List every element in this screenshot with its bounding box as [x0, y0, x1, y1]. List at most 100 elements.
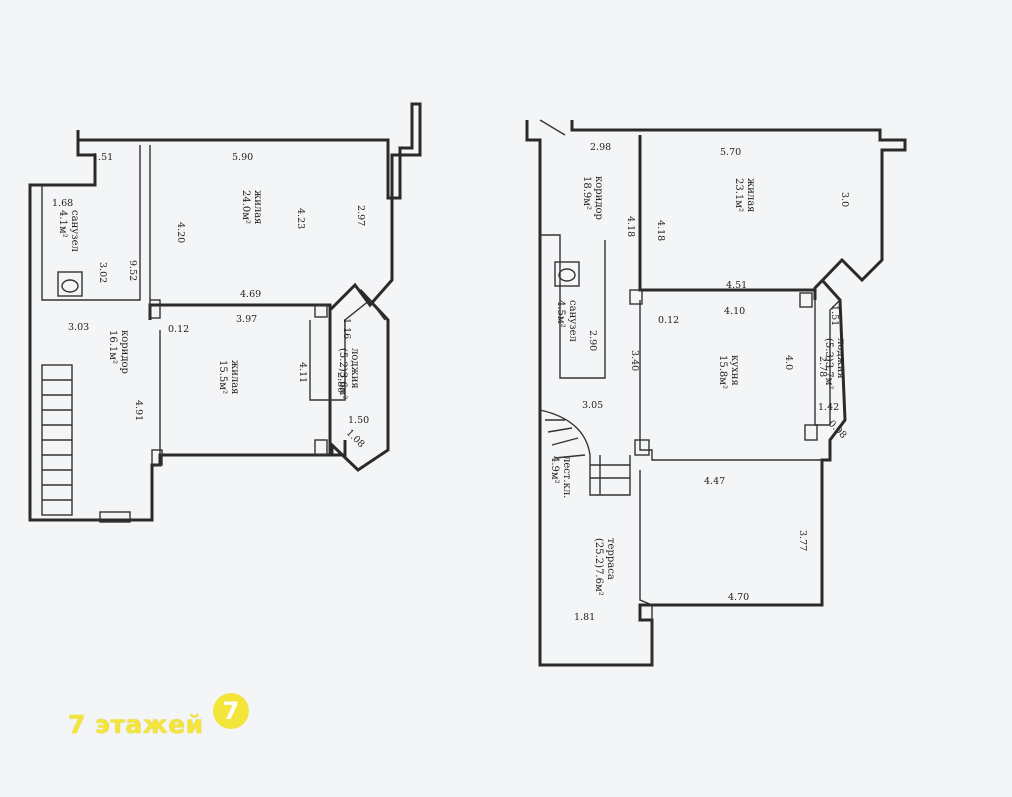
left-column-1 [149, 299, 161, 319]
dim-label: 4.0 [783, 355, 794, 370]
dim-label: 2.80 [335, 372, 346, 393]
watermark-logo-icon: 7 [213, 693, 249, 729]
room-name: лест.кл. [561, 456, 572, 498]
right-toilet-icon [554, 261, 580, 287]
room-area: 16.1м² [107, 330, 118, 364]
left-loggia-wall [328, 305, 347, 457]
dim-label: 4.70 [728, 592, 749, 603]
room-name: терраса [605, 538, 616, 580]
left-loggia-inner [309, 299, 386, 401]
room-area: 24.0м² [240, 190, 251, 224]
dim-label: 4.18 [655, 220, 666, 241]
right-column-1 [629, 289, 643, 305]
room-name: лоджия [349, 348, 360, 389]
room-area: 15.5м² [217, 360, 228, 394]
right-loggia-inner [814, 299, 841, 426]
right-terrace-partition [639, 470, 653, 665]
right-kitchen-partition [639, 300, 822, 461]
dim-label: 1.68 [52, 198, 73, 209]
dim-label: 1.51 [829, 305, 840, 326]
room-name: кухня [729, 355, 740, 386]
room-area: (5.2)3.6м² [337, 348, 348, 399]
dim-label: 0.12 [168, 324, 189, 335]
dim-label: 1.42 [818, 402, 839, 413]
right-diagonal-wall [539, 119, 566, 136]
dim-label: 5.90 [232, 152, 253, 163]
room-name: коридор [593, 176, 604, 220]
dim-label: 2.98 [590, 142, 611, 153]
left-column-4 [314, 439, 328, 456]
dim-label: 2.97 [355, 205, 366, 226]
watermark-logo-glyph: 7 [223, 697, 240, 725]
room-area: 18.9м² [581, 176, 592, 210]
watermark-text: 7 этажей [68, 710, 204, 739]
left-room-corridor: коридор 16.1м² [107, 330, 130, 374]
right-room-stair: лест.кл. 4.9м² [549, 456, 572, 498]
dim-label: 4.20 [175, 222, 186, 243]
dim-label: 1.08 [344, 427, 367, 450]
dim-label: 5.70 [720, 147, 741, 158]
left-room-living1: жилая 24.0м² [240, 190, 263, 225]
room-name: санузел [69, 210, 80, 252]
dim-label: 3.05 [582, 400, 603, 411]
room-name: жилая [229, 360, 240, 395]
dim-label: 4.51 [726, 280, 747, 291]
room-area: 4.5м² [555, 300, 566, 328]
left-column-2 [151, 449, 163, 466]
dim-label: 3.97 [236, 314, 257, 325]
right-room-kitchen: кухня 15.8м² [717, 355, 740, 389]
dim-label: 3.0 [839, 192, 850, 207]
left-room-loggia: лоджия (5.2)3.6м² [337, 348, 360, 399]
dim-label: 1.81 [574, 612, 595, 623]
right-outer-wall [570, 120, 907, 300]
room-area: 23.1м² [733, 178, 744, 212]
right-column-4 [634, 439, 650, 456]
dim-label: 3.0З [68, 322, 89, 333]
room-area: 15.8м² [717, 355, 728, 389]
dim-label: 9.52 [127, 260, 138, 281]
left-entry-door [99, 511, 131, 523]
room-name: коридор [119, 330, 130, 374]
left-bathroom-partition [41, 145, 141, 301]
dim-label: 1.50 [348, 415, 369, 426]
room-area: 4.1м² [57, 210, 68, 238]
left-room-bathroom: санузел 4.1м² [57, 210, 80, 252]
room-area: (25.2)7.6м² [593, 538, 604, 596]
dim-label: 4.47 [704, 476, 725, 487]
dim-label: 0.12 [658, 315, 679, 326]
dim-label: 4.23 [295, 208, 306, 229]
left-room-living2: жилая 15.5м² [217, 360, 240, 395]
dim-label: 3.02 [97, 262, 108, 283]
right-west-wall [525, 120, 847, 667]
dim-label: 4.69 [240, 289, 261, 300]
room-area: (5.3)3.7м² [823, 338, 834, 389]
left-floor-plan: 1.51 5.90 1.68 4.20 4.23 2.97 3.02 9.52 … [28, 102, 422, 523]
room-name: жилая [745, 178, 756, 213]
right-room-loggia: лоджия (5.3)3.7м² [823, 338, 846, 389]
right-room-terrace: терраса (25.2)7.6м² [593, 538, 616, 596]
dim-label: 4.18 [625, 216, 636, 237]
left-toilet-icon [57, 271, 83, 297]
right-room-bathroom: санузел 4.5м² [555, 300, 578, 342]
right-staircase [539, 409, 631, 496]
dim-label: 1.16 [341, 318, 352, 339]
right-column-3 [804, 424, 818, 441]
left-column-3 [314, 304, 328, 318]
dim-label: 2.78 [817, 356, 828, 377]
right-bath-partition [540, 234, 606, 379]
right-room-corridor: коридор 18.9м² [581, 176, 604, 220]
room-name: санузел [567, 300, 578, 342]
dim-label: 3.77 [797, 530, 808, 551]
room-area: 4.9м² [549, 456, 560, 484]
right-living-partition [638, 135, 815, 292]
dim-label: 1.51 [92, 152, 113, 163]
room-name: жилая [252, 190, 263, 225]
dim-label: 4.10 [724, 306, 745, 317]
left-staircase [41, 364, 73, 516]
right-room-living: жилая 23.1м² [733, 178, 756, 213]
dim-label: 4.11 [297, 362, 308, 383]
dim-label: 4.91 [133, 400, 144, 421]
room-name: лоджия [835, 338, 846, 379]
dim-label: 3.40 [629, 350, 640, 371]
